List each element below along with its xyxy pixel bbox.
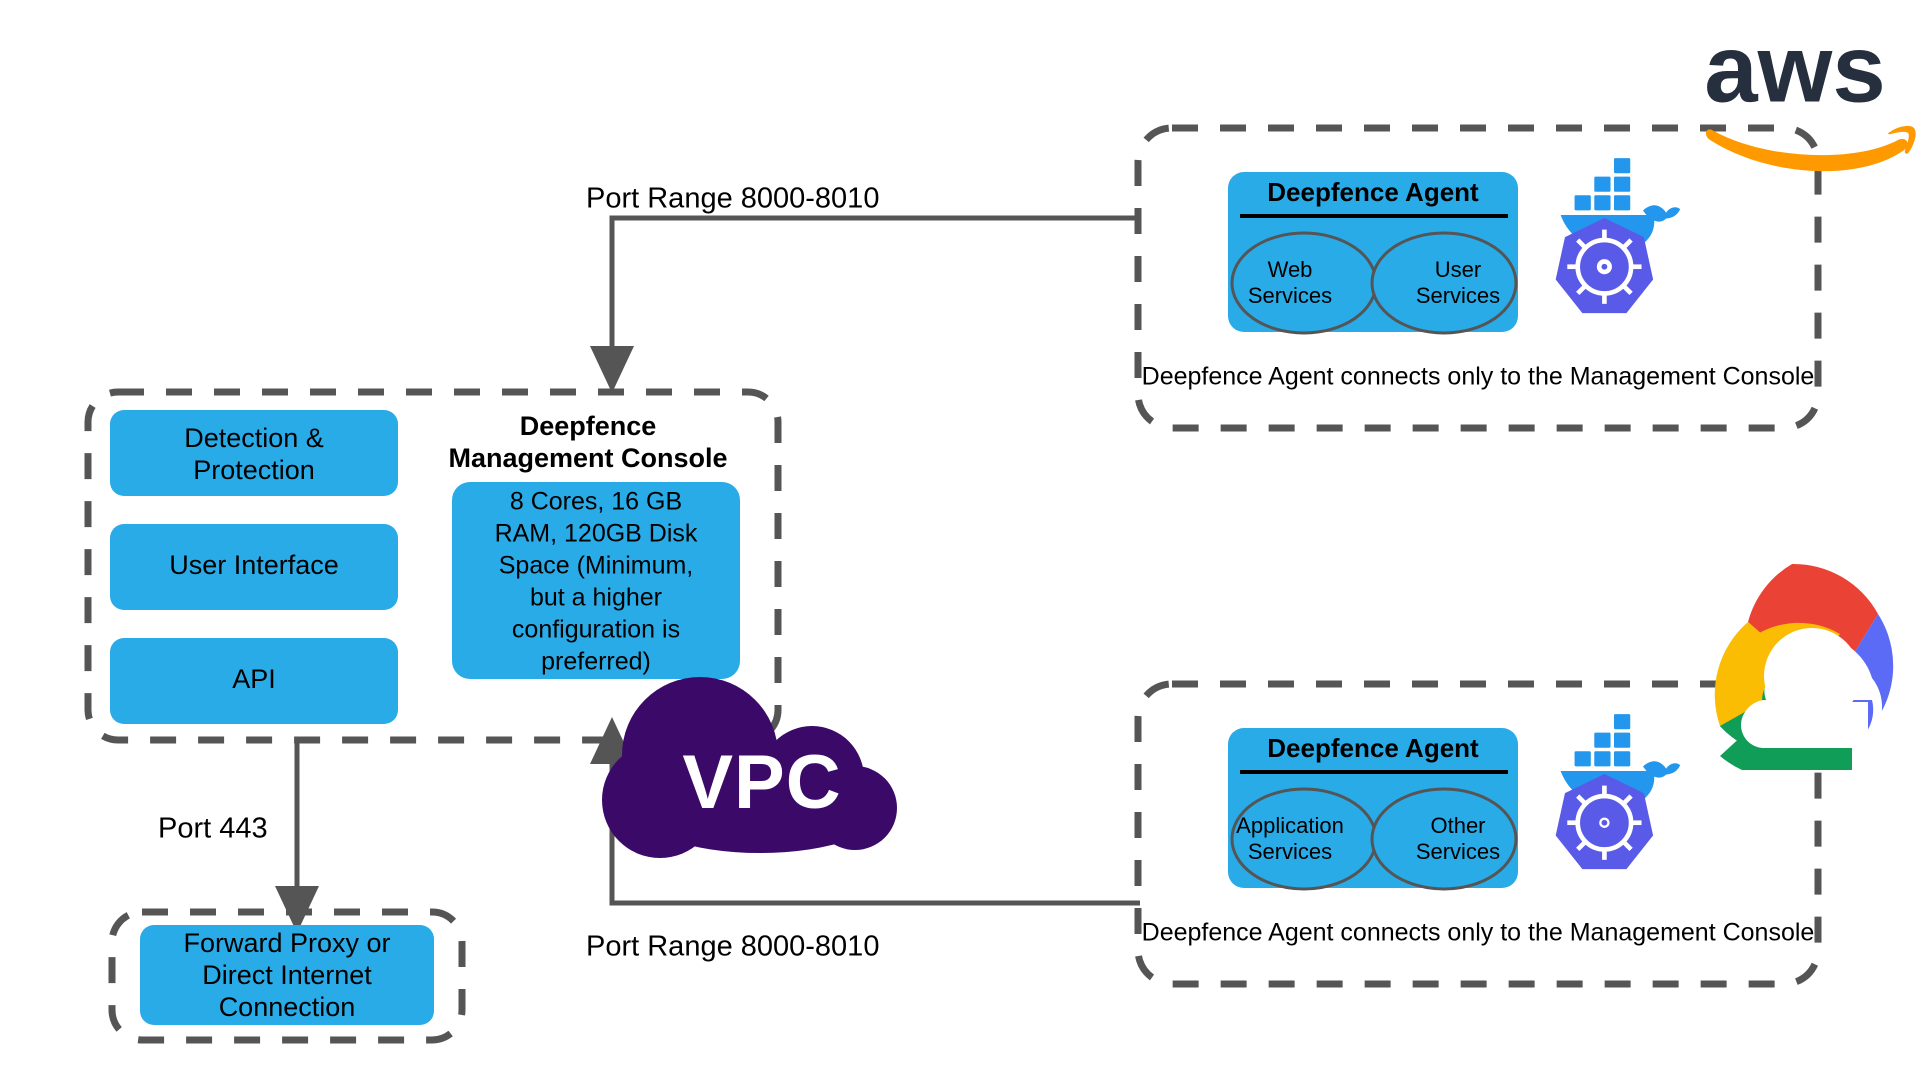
aws-agent-title: Deepfence Agent	[1267, 177, 1479, 207]
proxy-line2: Direct Internet	[202, 960, 372, 990]
aws-agent-service-right-line2: Services	[1416, 283, 1500, 308]
aws-wordmark: aws	[1704, 15, 1885, 122]
kubernetes-icon	[1555, 218, 1654, 314]
console-component-detection-line1: Detection &	[184, 423, 324, 453]
console-title-line1: Deepfence	[520, 411, 657, 441]
console-component-user-interface-label: User Interface	[169, 550, 339, 580]
gcp-agent-service-left-line2: Services	[1248, 839, 1332, 864]
gcp-agent-service-right-line1: Other	[1430, 813, 1485, 838]
console-spec-line-5: configuration is	[512, 616, 680, 644]
label-port-range-bottom: Port Range 8000-8010	[586, 931, 879, 963]
proxy-line1: Forward Proxy or	[183, 928, 390, 958]
label-port-443: Port 443	[158, 813, 268, 845]
proxy-line3: Connection	[219, 992, 356, 1022]
console-spec-line-1: 8 Cores, 16 GB	[510, 488, 682, 516]
aws-agent-caption: Deepfence Agent connects only to the Man…	[1142, 363, 1815, 391]
proxy-boundary	[108, 908, 466, 1044]
vpc-label: VPC	[682, 740, 841, 825]
vpc-cloud: VPC	[602, 677, 897, 858]
console-spec-line-6: preferred)	[541, 648, 651, 676]
console-spec-box: 8 Cores, 16 GB RAM, 120GB Disk Space (Mi…	[452, 482, 740, 679]
console-component-detection[interactable]: Detection & Protection	[110, 410, 398, 496]
console-spec-line-4: but a higher	[530, 584, 662, 612]
gcp-logo	[1714, 563, 1894, 770]
kubernetes-icon	[1555, 774, 1654, 870]
gcp-agent-service-right-line2: Services	[1416, 839, 1500, 864]
console-component-detection-line2: Protection	[193, 455, 315, 485]
console-spec-line-3: Space (Minimum,	[499, 552, 694, 580]
console-title-line2: Management Console	[448, 443, 727, 473]
gcp-agent-caption: Deepfence Agent connects only to the Man…	[1142, 919, 1815, 947]
console-component-api-label: API	[232, 664, 276, 694]
aws-agent-service-right-line1: User	[1435, 257, 1481, 282]
aws-agent-box[interactable]: Deepfence Agent Web Services User Servic…	[1228, 172, 1518, 335]
label-port-range-top: Port Range 8000-8010	[586, 183, 879, 215]
console-spec-line-2: RAM, 120GB Disk	[495, 520, 698, 548]
gcp-agent-title: Deepfence Agent	[1267, 733, 1479, 763]
gcp-agent-box[interactable]: Deepfence Agent Application Services Oth…	[1228, 728, 1518, 891]
aws-agent-service-right	[1370, 231, 1518, 335]
gcp-agent-service-left-line1: Application	[1236, 813, 1344, 838]
connector-top-port-range	[590, 215, 1140, 394]
aws-agent-boundary	[1134, 124, 1822, 432]
proxy-box[interactable]: Forward Proxy or Direct Internet Connect…	[140, 925, 434, 1025]
console-component-user-interface[interactable]: User Interface	[110, 524, 398, 610]
gcp-agent-service-right	[1370, 787, 1518, 891]
console-component-api[interactable]: API	[110, 638, 398, 724]
aws-logo: aws	[1704, 15, 1916, 172]
management-console-boundary	[84, 388, 782, 744]
aws-agent-service-left-line2: Services	[1248, 283, 1332, 308]
gcp-agent-boundary	[1134, 680, 1822, 988]
aws-agent-service-left-line1: Web	[1268, 257, 1313, 282]
